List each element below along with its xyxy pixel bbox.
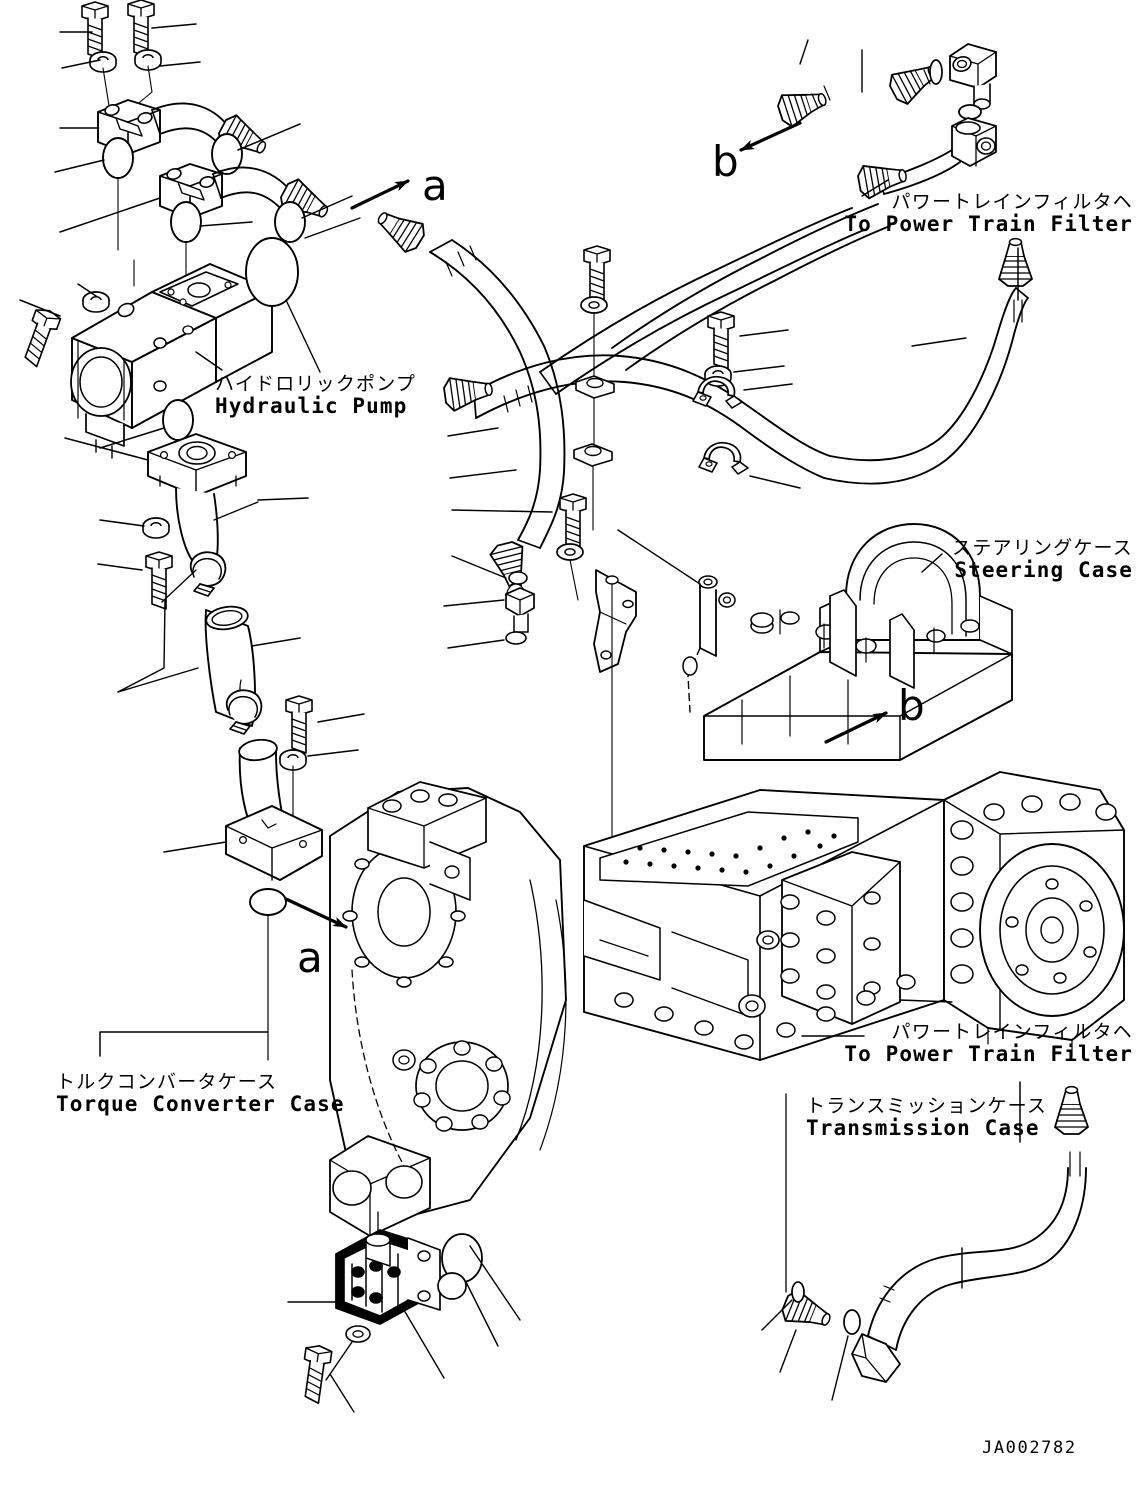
section-mark-b-lower: b: [898, 681, 925, 730]
transmission-case-body: [583, 789, 945, 1061]
label-hydraulic-pump-en: Hydraulic Pump: [215, 394, 408, 419]
section-mark-a-lower: a: [297, 933, 323, 982]
hydraulic-pump-body: [17, 237, 321, 459]
center-hose-routing: [370, 201, 891, 931]
label-to-power-train-filter-bottom: パワートレインフィルタヘ To Power Train Filter: [844, 1021, 1133, 1067]
label-transmission-case-en: Transmission Case: [806, 1116, 1040, 1141]
label-torque-converter-case-en: Torque Converter Case: [56, 1092, 345, 1117]
drawing-number: JA002782: [982, 1438, 1077, 1458]
label-torque-converter-case-jp: トルクコンバータケース: [56, 1071, 278, 1093]
label-to-power-train-filter-bottom-en: To Power Train Filter: [844, 1042, 1133, 1067]
label-to-power-train-filter-bottom-jp: パワートレインフィルタヘ: [891, 1021, 1133, 1043]
label-torque-converter-case: トルクコンバータケース Torque Converter Case: [56, 1071, 345, 1117]
suction-tube-assembly: [64, 433, 365, 1061]
label-to-power-train-filter-top-en: To Power Train Filter: [844, 212, 1133, 237]
right-clip-group: [692, 237, 1033, 489]
label-transmission-case: トランスミッションケース Transmission Case: [806, 1095, 1048, 1141]
label-steering-case-en: Steering Case: [954, 558, 1133, 583]
section-mark-b-upper: b: [712, 137, 739, 186]
rear-housing-brake: [899, 771, 1125, 1057]
section-mark-a-upper: a: [422, 161, 448, 210]
label-leaders: [195, 179, 1021, 1143]
torque-converter-case-body: [99, 781, 567, 1237]
label-to-power-train-filter-top-jp: パワートレインフィルタヘ: [891, 191, 1133, 213]
hose-assembly-upper-1: [54, 99, 301, 251]
label-hydraulic-pump-jp: ハイドロリックポンプ: [215, 373, 417, 395]
upper-left-fastener-group: [59, 0, 201, 113]
label-steering-case-jp: ステアリングケース: [952, 537, 1133, 559]
label-steering-case: ステアリングケース Steering Case: [952, 537, 1133, 583]
label-transmission-case-jp: トランスミッションケース: [806, 1095, 1048, 1117]
label-hydraulic-pump: ハイドロリックポンプ Hydraulic Pump: [215, 373, 417, 419]
lower-right-hose-assembly: [761, 1085, 1089, 1401]
upper-right-fittings: [774, 39, 997, 201]
label-to-power-train-filter-top: パワートレインフィルタヘ To Power Train Filter: [844, 191, 1133, 237]
section-arrows: [284, 121, 888, 929]
steering-case-body: [617, 523, 1013, 761]
lower-pump-assembly: [287, 1211, 521, 1413]
